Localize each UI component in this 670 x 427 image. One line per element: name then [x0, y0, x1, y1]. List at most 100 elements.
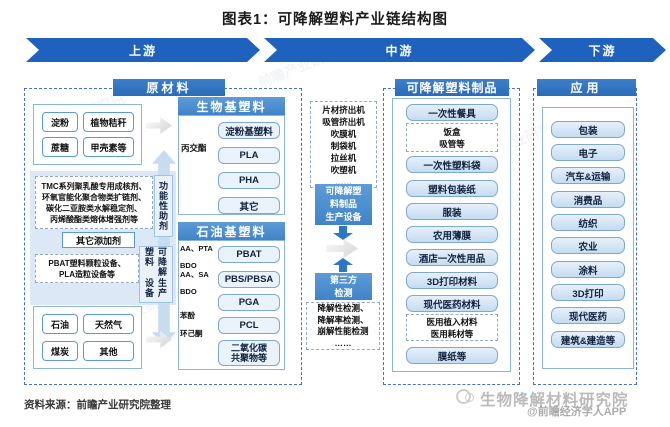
- bio-source-item: 淀粉: [42, 112, 78, 132]
- testing-line: 降解性检测、: [317, 303, 369, 313]
- medical-sub-line: 医用植入材料: [426, 316, 478, 327]
- machinery-item: 制袋机: [330, 141, 357, 151]
- production-equipment-label: 可降解塑料 生产设备: [139, 246, 173, 303]
- midstream-item: 农用薄膜: [406, 226, 498, 243]
- downstream-item: 汽车&运输: [551, 167, 625, 184]
- downstream-item: 农业: [551, 237, 625, 254]
- tableware-sub-box: 饭盒 吸管等: [406, 123, 498, 152]
- machinery-item: 吹塑机: [330, 165, 357, 175]
- petro-input-label: AA、SA: [180, 270, 209, 279]
- source-note: 资料来源：前瞻产业研究院整理: [24, 399, 171, 411]
- bio-plastic-item: 其它: [218, 197, 280, 214]
- banner-midstream: 中游: [264, 38, 535, 62]
- third-party-testing-box: 第三方 检测: [315, 273, 372, 300]
- machinery-item: 拉丝机: [330, 153, 357, 163]
- other-additives-box: 其它添加剂: [62, 232, 135, 248]
- bio-source-item: 甲壳素等: [83, 137, 134, 157]
- midstream-item: 3D打印材料: [406, 272, 498, 289]
- petro-plastic-item: PGA: [218, 294, 280, 311]
- small-right-arrow-icon: [181, 320, 207, 328]
- additive-line: 丙烯酸酯类熔体增强剂等: [50, 214, 138, 224]
- third-party-line: 第三方: [329, 274, 357, 285]
- machinery-label-line: 可降解塑: [325, 186, 362, 196]
- petro-input-label: AA、PTA: [180, 244, 213, 253]
- midstream-header: 可降解塑料制品: [395, 79, 509, 96]
- petro-input-label: 苯酚: [180, 311, 195, 320]
- fossil-source-item: 煤炭: [42, 341, 78, 361]
- page-title: 图表1：可降解塑料产业链结构图: [221, 12, 449, 28]
- bio-plastic-item: PLA: [218, 147, 280, 164]
- medical-sub-box: 医用植入材料 医用耗材等: [406, 314, 498, 341]
- equipment-label-col: 可降解塑料: [144, 247, 167, 277]
- midstream-item: 一次性塑料袋: [406, 156, 498, 173]
- testing-line: 崩解性能检测: [317, 326, 369, 336]
- small-right-arrow-icon: [181, 279, 207, 287]
- up-arrow-icon: [333, 258, 353, 272]
- functional-additives-label: 功能性助剂: [154, 175, 173, 237]
- downstream-item: 建筑&建造等: [551, 331, 625, 348]
- machinery-label-line: 料制品: [329, 199, 357, 209]
- banner-downstream: 下游: [539, 38, 666, 62]
- testing-detail-box: 降解性检测、 降解率检测、 崩解性能检测 ……: [306, 302, 380, 350]
- bio-plastic-item: PHA: [218, 172, 280, 189]
- machinery-list-box: 片材挤出机 吸管挤出机 吹膜机 制袋机 拉丝机 吹塑机 ……: [310, 101, 377, 188]
- machinery-item: 吹膜机: [330, 129, 357, 139]
- bio-source-item: 蔗糖: [42, 137, 78, 157]
- downstream-item: 消费品: [551, 191, 625, 208]
- midstream-item: 酒店一次性用品: [406, 249, 498, 266]
- additive-line: 环氧官能化聚合物类扩链剂、: [42, 192, 146, 202]
- small-right-arrow-icon: [181, 253, 207, 261]
- petro-plastic-item: PCL: [218, 317, 280, 334]
- petro-input-label: BDO: [180, 287, 197, 296]
- small-right-arrow-icon: [182, 152, 212, 161]
- downstream-item: 电子: [551, 144, 625, 161]
- equipment-line: PBAT塑料颗粒设备、: [48, 258, 126, 268]
- fossil-source-item: 其他: [83, 341, 134, 361]
- additive-line: 碳化二亚胺类水解稳定剂、: [46, 203, 142, 213]
- petro-plastic-item: PBS/PBSA: [218, 271, 280, 288]
- testing-line: 降解率检测、: [317, 314, 369, 325]
- machinery-item: 片材挤出机: [322, 105, 365, 115]
- downstream-item: 纺织: [551, 214, 625, 231]
- machinery-ellipsis: ……: [335, 177, 352, 187]
- bio-source-item: 植物秸秆: [83, 112, 134, 132]
- downstream-header: 应用: [537, 79, 636, 96]
- midstream-item: 服装: [406, 203, 498, 220]
- tableware-sub-line: 吸管等: [439, 138, 465, 149]
- machinery-label-box: 可降解塑 料制品 生产设备: [315, 184, 372, 225]
- petro-plastics-header: 石油基塑料: [178, 222, 285, 240]
- downstream-item: 3D打印: [551, 284, 625, 301]
- petro-item-line: 共聚物等: [230, 353, 267, 363]
- midstream-item: 现代医药材料: [406, 295, 498, 312]
- bio-plastic-item: 淀粉基塑料: [218, 122, 280, 139]
- petro-item-line: 二氧化碳: [230, 342, 267, 353]
- petro-input-label: 环己酮: [180, 329, 203, 338]
- midstream-item: 塑料包装纸: [406, 180, 498, 197]
- fossil-source-item: 石油: [42, 314, 78, 334]
- petro-plastic-item: 二氧化碳 共聚物等: [218, 340, 280, 366]
- down-arrow-icon: [333, 226, 353, 240]
- fossil-source-item: 天然气: [83, 314, 134, 334]
- app-watermark: @前瞻经济学人APP: [527, 406, 627, 418]
- downstream-item: 现代医药: [551, 307, 625, 324]
- functional-additives-box: TMC系列聚乳酸专用成核剂、 环氧官能化聚合物类扩链剂、 碳化二亚胺类水解稳定剂…: [35, 176, 153, 229]
- tableware-sub-line: 饭盒: [443, 126, 461, 137]
- petro-plastic-item: PBAT: [218, 246, 280, 263]
- third-party-line: 检测: [334, 287, 353, 298]
- banner-upstream: 上游: [26, 38, 260, 62]
- institute-watermark: 生物降解材料研究院: [480, 392, 629, 409]
- equipment-line: PLA造粒设备等: [59, 269, 115, 279]
- production-equipment-box: PBAT塑料颗粒设备、 PLA造粒设备等: [35, 254, 139, 283]
- machinery-item: 吸管挤出机: [322, 117, 365, 127]
- institute-logo-icon: [465, 393, 474, 402]
- downstream-item: 包装: [551, 121, 625, 138]
- midstream-item: 膜纸等: [406, 347, 498, 364]
- testing-ellipsis: ……: [334, 337, 352, 348]
- downstream-item: 涂料: [551, 261, 625, 278]
- additive-line: TMC系列聚乳酸专用成核剂、: [41, 181, 147, 191]
- equipment-label-col: 生产设备: [144, 277, 167, 298]
- pla-input-label: 丙交酯: [181, 143, 207, 153]
- medical-sub-line: 医用耗材等: [430, 328, 474, 339]
- machinery-label-line: 生产设备: [325, 212, 362, 222]
